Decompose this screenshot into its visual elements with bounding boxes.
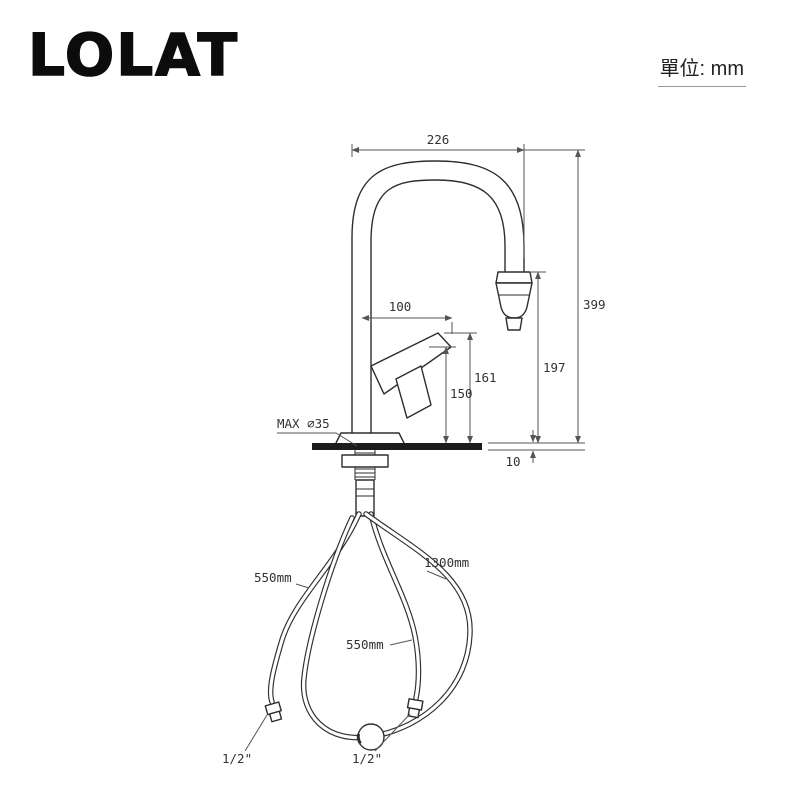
faucet-handle	[370, 332, 452, 419]
hose-left-length-label: 550mm	[254, 570, 292, 585]
dim-spout-reach: 226	[351, 132, 525, 258]
dim-handle-height: 150	[429, 346, 473, 444]
connector-left-label: 1/2"	[222, 751, 252, 766]
dim-spout-horizontal: 100	[361, 299, 453, 334]
dim-399-label: 399	[583, 297, 606, 312]
dim-100-label: 100	[389, 299, 412, 314]
escutcheon	[335, 432, 405, 444]
label-hose-pullout: 1300mm	[424, 555, 469, 580]
dim-226-label: 226	[427, 132, 450, 147]
dim-150-label: 150	[450, 386, 473, 401]
countertop	[312, 443, 482, 450]
label-mounting-hole: MAX ∅35	[277, 416, 358, 447]
dim-161-label: 161	[474, 370, 497, 385]
label-connector-left: 1/2"	[222, 714, 268, 766]
hose-fitting-left	[264, 701, 283, 723]
faucet-spout	[351, 160, 525, 434]
supply-hose-left	[267, 511, 362, 705]
dim-outlet-height: 197	[531, 271, 566, 444]
label-hose-left: 550mm	[254, 570, 310, 589]
max-hole-label: MAX ∅35	[277, 416, 330, 431]
mounting-nut	[341, 454, 389, 468]
hose-fitting-middle	[406, 698, 424, 719]
dim-handle-top-height: 161	[444, 332, 497, 444]
spray-head	[495, 271, 533, 331]
brand-logo: LOLAT	[27, 21, 240, 89]
label-connector-right: 1/2"	[352, 713, 411, 766]
connector-right-label: 1/2"	[352, 751, 382, 766]
mounting-hardware	[341, 450, 389, 517]
label-hose-middle: 550mm	[346, 637, 413, 652]
dim-197-label: 197	[543, 360, 566, 375]
valve-body	[355, 479, 375, 517]
dim-10-label: 10	[505, 454, 520, 469]
dim-overall-height: 399	[488, 149, 606, 444]
supply-hose-middle	[368, 511, 422, 701]
unit-label: 單位: mm	[657, 52, 746, 87]
hose-weight	[356, 723, 385, 751]
hose-pullout-length-label: 1300mm	[424, 555, 469, 570]
hose-middle-length-label: 550mm	[346, 637, 384, 652]
pullout-hose	[300, 511, 473, 741]
dim-deck-thickness: 10	[488, 430, 585, 469]
